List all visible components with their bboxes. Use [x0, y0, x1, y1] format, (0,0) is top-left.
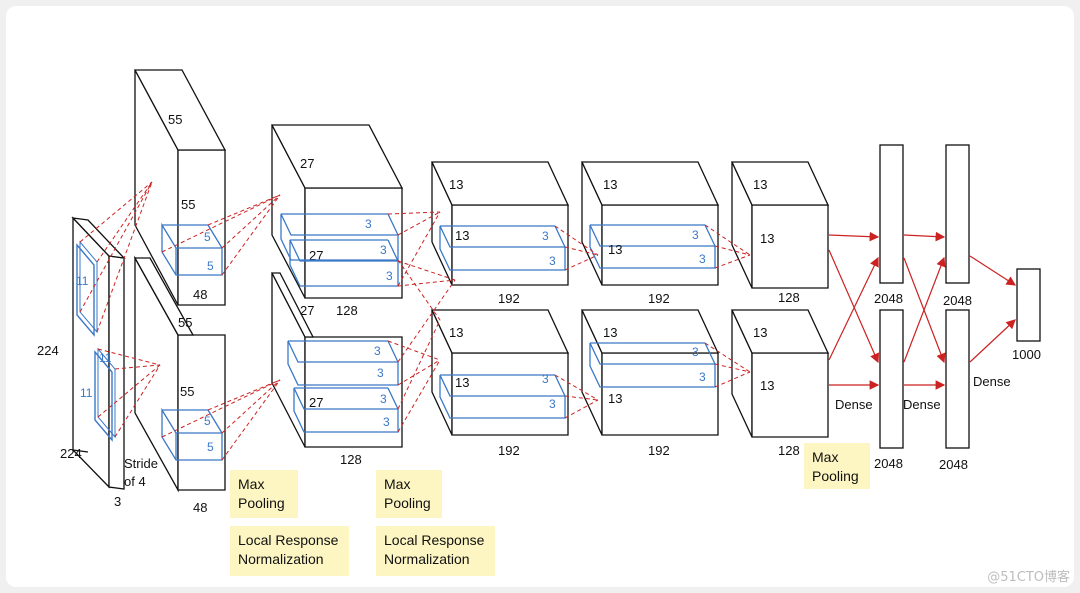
conv4-k1: 3 — [692, 228, 699, 242]
conv1-bottom-volume — [133, 255, 226, 493]
conv2-k4: 3 — [374, 344, 381, 358]
input-depth-label: 3 — [114, 494, 121, 509]
stride-label-line2: of 4 — [124, 474, 146, 489]
conv2-depth-top: 128 — [336, 303, 358, 318]
conv3-size-top-b: 13 — [455, 228, 469, 243]
conv4-size-bottom-b: 13 — [608, 391, 622, 406]
conv3-k4: 3 — [549, 397, 556, 411]
conv2-size-top: 27 — [300, 156, 314, 171]
conv4-kernels — [589, 224, 716, 388]
dense2-width-top: 2048 — [943, 293, 972, 308]
conv5-size-bottom-b: 13 — [760, 378, 774, 393]
conv3-size-top: 13 — [449, 177, 463, 192]
conv3-k3: 3 — [542, 372, 549, 386]
conv5-top-volume — [730, 161, 830, 289]
lrn-note-1: Local Response Normalization — [230, 526, 349, 576]
conv2-k5: 3 — [377, 366, 384, 380]
conv2-k3: 3 — [386, 269, 393, 283]
dense-label-3: Dense — [973, 374, 1011, 389]
conv3-size-bottom-b: 13 — [455, 375, 469, 390]
conv3-k1: 3 — [542, 229, 549, 243]
conv2-size-bottom: 27 — [300, 303, 314, 318]
conv1-kernel-label-4: 5 — [207, 440, 214, 454]
input-width-label: 224 — [60, 446, 82, 461]
output-width: 1000 — [1012, 347, 1041, 362]
conv3-depth-bottom: 192 — [498, 443, 520, 458]
conv1-size-mid: 55 — [181, 197, 195, 212]
conv1-kernel-label-2: 5 — [207, 259, 214, 273]
dense-layer-1 — [879, 144, 904, 449]
conv5-depth-top: 128 — [778, 290, 800, 305]
conv2-depth-bottom: 128 — [340, 452, 362, 467]
dense-label-2: Dense — [903, 397, 941, 412]
conv5-size-top: 13 — [753, 177, 767, 192]
conv1-size-top-b: 55 — [178, 315, 192, 330]
conv2-size-mid-bottom: 27 — [309, 395, 323, 410]
conv4-size-top-b: 13 — [608, 242, 622, 257]
input-kernel-label-a: 11 — [76, 274, 89, 288]
conv1-size-top: 55 — [168, 112, 182, 127]
conv3-k2: 3 — [549, 254, 556, 268]
conv3-bottom-volume — [430, 309, 570, 436]
conv3-top-volume — [430, 161, 570, 286]
input-kernel-label-b: 11 — [99, 351, 112, 365]
dense1-width-top: 2048 — [874, 291, 903, 306]
conv5-bottom-volume — [730, 309, 830, 438]
conv2-k2: 3 — [380, 243, 387, 257]
conv2-size-mid-top: 27 — [309, 248, 323, 263]
conv4-k3: 3 — [692, 345, 699, 359]
conv5-size-bottom: 13 — [753, 325, 767, 340]
max-pooling-note-1: Max Pooling — [230, 470, 298, 518]
output-layer — [1016, 268, 1041, 342]
conv4-size-bottom: 13 — [603, 325, 617, 340]
conv2-k7: 3 — [383, 415, 390, 429]
conv1-size-mid-b: 55 — [180, 384, 194, 399]
conv1-depth-bottom: 48 — [193, 500, 207, 515]
conv1-kernel-label-1: 5 — [204, 230, 211, 244]
dense1-width-bottom: 2048 — [874, 456, 903, 471]
conv4-k4: 3 — [699, 370, 706, 384]
conv1-depth-top: 48 — [193, 287, 207, 302]
dense-connections — [828, 231, 1017, 390]
dense-layer-2 — [945, 144, 970, 449]
conv1-top-volume — [133, 69, 227, 306]
dense-label-1: Dense — [835, 397, 873, 412]
conv2-k1: 3 — [365, 217, 372, 231]
conv4-bottom-volume — [580, 309, 720, 436]
conv5-size-top-b: 13 — [760, 231, 774, 246]
conv2-top-volume — [270, 124, 404, 299]
dense2-width-bottom: 2048 — [939, 457, 968, 472]
lrn-note-2: Local Response Normalization — [376, 526, 495, 576]
conv5-depth-bottom: 128 — [778, 443, 800, 458]
conv3-depth-top: 192 — [498, 291, 520, 306]
max-pooling-note-3: Max Pooling — [804, 443, 870, 489]
watermark: @51CTO博客 — [987, 570, 1070, 585]
conv1-kernel-label-3: 5 — [204, 414, 211, 428]
conv2-k6: 3 — [380, 392, 387, 406]
conv4-size-top: 13 — [603, 177, 617, 192]
conv4-k2: 3 — [699, 252, 706, 266]
conv4-depth-top: 192 — [648, 291, 670, 306]
stride-label-line1: Stride — [124, 456, 158, 471]
conv3-size-bottom: 13 — [449, 325, 463, 340]
input-height-label: 224 — [37, 343, 59, 358]
max-pooling-note-2: Max Pooling — [376, 470, 442, 518]
receptive-field-lines — [79, 181, 751, 461]
conv4-depth-bottom: 192 — [648, 443, 670, 458]
input-kernel-label-c: 11 — [80, 386, 93, 400]
